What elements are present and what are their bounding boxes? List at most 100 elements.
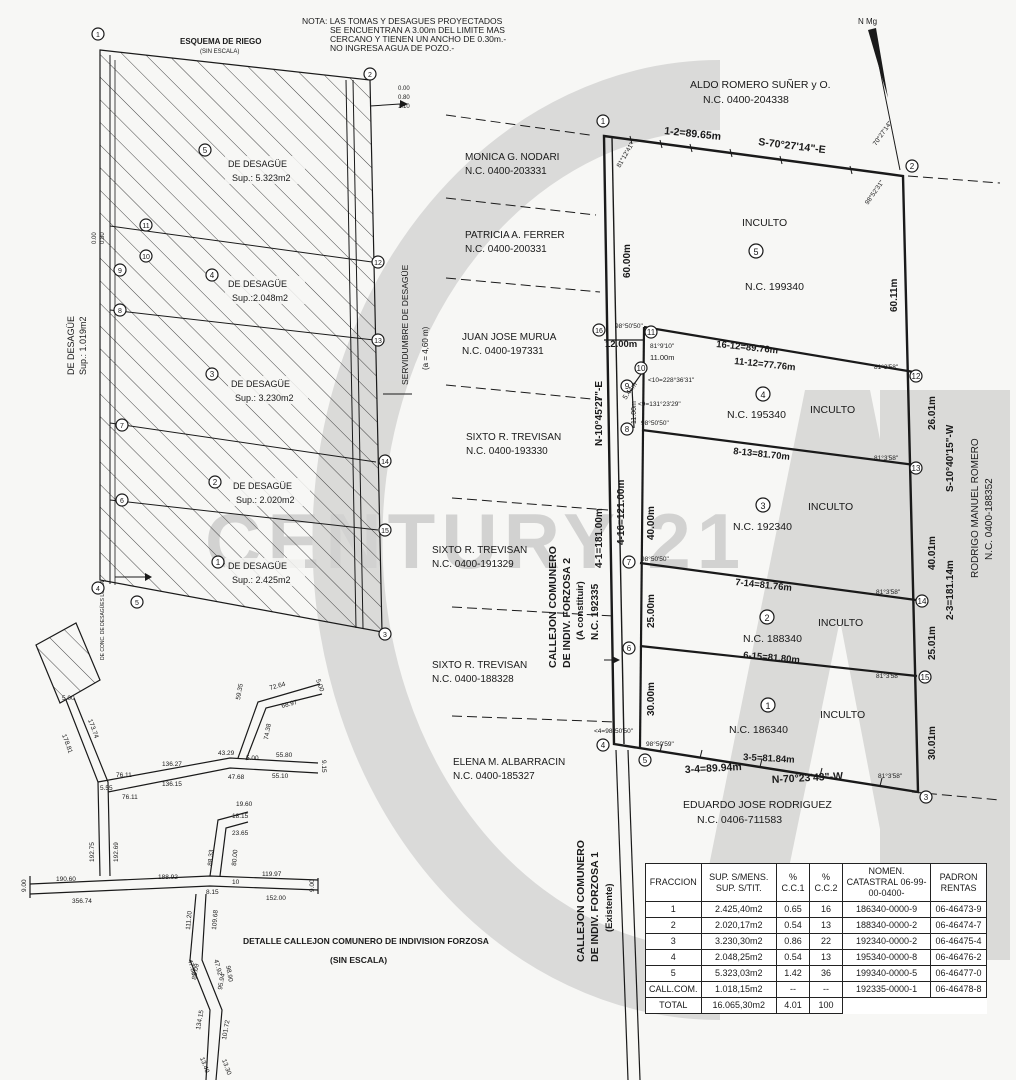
neighbor-left-3-nc: N.C. 0400-197331 (462, 346, 544, 357)
table-cell: 192335-0000-1 (842, 981, 932, 998)
schema-vertex-12: 12 (374, 260, 382, 267)
table-cell: 36 (808, 965, 844, 982)
detail-dim-22: 190.60 (56, 876, 76, 883)
table-cell: 06-46474-7 (930, 917, 987, 934)
table-header-row: FRACCION SUP. S/MENS. SUP. S/TIT. % C.C.… (645, 863, 987, 902)
top-bearing: S-70°27'14"-E (758, 136, 827, 156)
fraction-3-num: 3 (760, 501, 765, 511)
schema-parcel-3-label: DE DESAGÜE (231, 379, 290, 389)
detail-subtitle: (SIN ESCALA) (330, 955, 387, 965)
servidumbre-label: SERVIDUMBRE DE DESAGÜE (400, 264, 410, 385)
table-cell: 5 (645, 965, 702, 982)
detail-dim-1: 5.00 (62, 695, 75, 702)
plan-vertex-14: 14 (918, 597, 927, 606)
schema-parcel-2-sup: Sup.: 2.020m2 (236, 495, 295, 505)
schema-vertex-5: 5 (135, 600, 139, 607)
schema-subtitle: (SIN ESCALA) (200, 49, 239, 55)
angle-2: 70°27'14" (871, 119, 894, 147)
detail-dim-38: 47.80 (186, 959, 197, 977)
table-cell: 16.065,30m2 (700, 997, 777, 1014)
detail-dim-44: 101.72 (221, 1019, 231, 1040)
servidumbre-width: (a = 4,60 m) (421, 326, 430, 370)
detail-dim-33: 88.33 (207, 849, 215, 866)
bottom-dimension: 3-4=89.94m (685, 761, 742, 776)
neighbor-right-name: RODRIGO MANUEL ROMERO (970, 438, 981, 578)
schema-vertex-6: 6 (120, 498, 124, 505)
north-label: N Mg (858, 17, 877, 26)
plan-vertices: 1 2 3 4 5 6 7 8 9 10 11 12 13 14 15 16 (592, 114, 933, 804)
neighbor-bottom-name: EDUARDO JOSE RODRIGUEZ (683, 799, 832, 811)
right-seg-25: 25.01m (927, 626, 938, 660)
schema-parcel-4-label: DE DESAGÜE (228, 279, 287, 289)
neighbor-left-4-nc: N.C. 0400-193330 (466, 446, 548, 457)
fraction-4-status: INCULTO (810, 404, 855, 416)
neighbor-left-7-nc: N.C. 0400-185327 (453, 771, 535, 782)
left-seg-40: 40.00m (646, 506, 657, 540)
fraction-3-nc: N.C. 192340 (733, 521, 792, 533)
schema-vertex-10: 10 (142, 254, 150, 261)
detail-dim-15: 5.00 (246, 755, 259, 762)
note-line-1: NOTA: LAS TOMAS Y DESAGUES PROYECTADOS (302, 16, 503, 26)
right-seg-40: 40.01m (927, 536, 938, 570)
schema-parcel-2-num: 2 (213, 478, 218, 487)
table-header: % C.C.2 (808, 863, 844, 902)
detail-dim-21: 9.15 (320, 760, 327, 773)
neighbor-left-3-name: JUAN JOSE MURUA (462, 332, 557, 343)
table-row: 1 2.425,40m2 0.65 16 186340-0000-9 06-46… (645, 901, 987, 918)
plan-vertex-10: 10 (637, 364, 646, 373)
schema-parcel-1-num: 1 (216, 558, 221, 567)
detail-dim-32: 109.68 (211, 909, 220, 930)
line-16-12: 16-12=89.76m (716, 339, 779, 356)
plan-fraction-1: 1 INCULTO N.C. 186340 (729, 697, 865, 736)
top-dimension: 1-2=89.65m (664, 125, 722, 143)
left-dimension: 4-1=181.00m (594, 508, 605, 568)
north-arrow: N Mg (858, 17, 901, 171)
neighbor-left-4-name: SIXTO R. TREVISAN (466, 432, 561, 443)
schema-vertex-14: 14 (381, 459, 389, 466)
detail-dim-4: 192.75 (89, 842, 96, 862)
alley-detail: 5.00 173.74 178.81 192.75 192.69 76.11 7… (21, 622, 489, 1080)
right-seg-26: 26.01m (927, 396, 938, 430)
schema-tail-label: DE CONC. DE DESAGÜES LUJAN (99, 580, 106, 660)
schema-parcel-5-num: 5 (203, 146, 208, 155)
schema-vertex-8: 8 (118, 308, 122, 315)
neighbor-left-1-nc: N.C. 0400-203331 (465, 166, 547, 177)
plan-vertex-5: 5 (643, 756, 648, 765)
callejon-1-line-1: CALLEJON COMUNERO (575, 840, 587, 962)
angle-3: 98°52'31" (863, 178, 886, 206)
table-cell: 3.230,30m2 (700, 933, 777, 950)
fraction-4-num: 4 (760, 390, 765, 400)
fraction-2-num: 2 (764, 613, 769, 623)
angle-5: 81°9'10" (650, 342, 675, 350)
table-cell: 3 (645, 933, 702, 950)
schema-parcel-1-label: DE DESAGÜE (228, 561, 287, 571)
schema-parcel-5: 5 DE DESAGÜE Sup.: 5.323m2 (198, 143, 305, 184)
plan-vertex-7: 7 (627, 558, 632, 567)
plan-vertex-1: 1 (601, 117, 606, 126)
table-cell: 0.65 (775, 901, 811, 918)
neighbor-left-6-nc: N.C. 0400-188328 (432, 674, 514, 685)
callejon-2-line-3: (A constituir) (575, 581, 586, 640)
bottom-bearing: N-70°23'43"-W (772, 770, 844, 786)
detail-dim-30: 8.15 (206, 889, 219, 896)
table-cell: TOTAL (645, 997, 702, 1014)
fraction-4-nc: N.C. 195340 (727, 409, 786, 421)
detail-dim-7: 76.11 (122, 794, 138, 801)
table-cell: 0.86 (775, 933, 811, 950)
table-row: 3 3.230,30m2 0.86 22 192340-0000-2 06-46… (645, 933, 987, 950)
schema-parcel-1: 1 DE DESAGÜE Sup.: 2.425m2 (211, 555, 305, 586)
neighbor-boundaries (445, 114, 1001, 801)
table-cell: 2.048,25m2 (700, 949, 777, 966)
detail-dim-8: 5.55 (100, 785, 113, 792)
table-cell: CALL.COM. (645, 981, 702, 998)
detail-dim-28: 9.00 (21, 879, 28, 892)
neighbor-left-2-name: PATRICIA A. FERRER (465, 230, 565, 241)
detail-dim-18: 72.64 (269, 681, 287, 692)
callejon-1: CALLEJON COMUNERO DE INDIV. FORZOSA 1 (E… (575, 840, 615, 962)
plan-fraction-5: INCULTO 5 N.C. 199340 (742, 217, 804, 293)
table-cell: 1.018,15m2 (700, 981, 777, 998)
schema-parcel-outline (99, 49, 383, 633)
schema-parcel-2-label: DE DESAGÜE (233, 481, 292, 491)
